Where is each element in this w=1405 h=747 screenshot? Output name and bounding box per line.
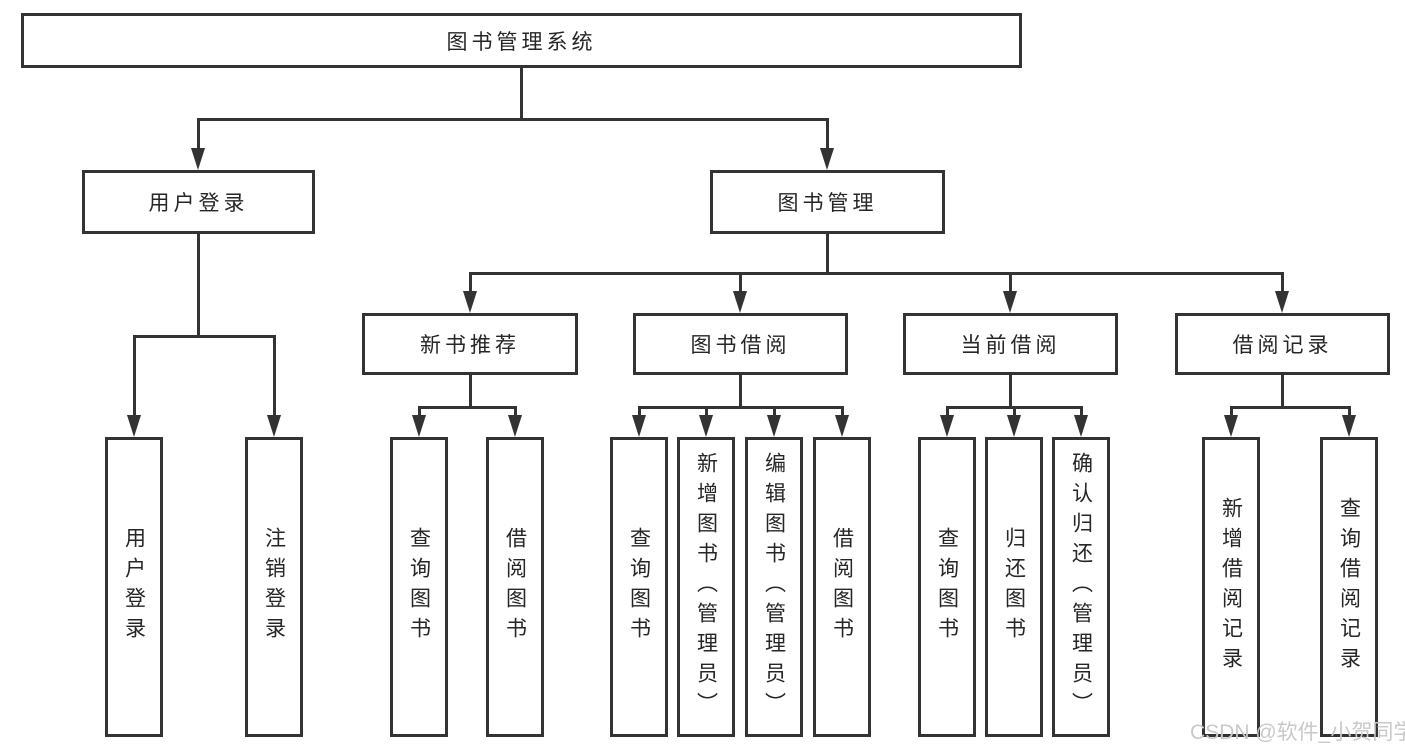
node-book-management-label: 图书管理 — [777, 192, 878, 215]
leaf-query-borrow-record: 查询借阅记录 — [1320, 437, 1378, 737]
leaf-edit-book-admin-label: 编辑图书（管理员） — [762, 452, 786, 722]
node-borrow-records: 借阅记录 — [1175, 313, 1390, 375]
arrow-down-icon — [191, 148, 205, 170]
connector-drop-leaf-user-login — [133, 335, 136, 417]
node-book-borrow-label: 图书借阅 — [690, 334, 791, 357]
connector-recommend-stem — [469, 375, 472, 409]
connector-drop-add-book — [705, 406, 708, 417]
connector-drop-query-books — [638, 406, 641, 417]
connector-drop-query-books — [946, 406, 949, 417]
arrow-down-icon — [1275, 291, 1289, 313]
node-user-login: 用户登录 — [82, 170, 315, 234]
connector-recommend-rail — [418, 406, 516, 409]
leaf-add-borrow-record: 新增借阅记录 — [1202, 437, 1260, 737]
leaf-edit-book-admin: 编辑图书（管理员） — [745, 437, 803, 737]
connector-root-rail — [197, 118, 829, 121]
node-new-book-recommend: 新书推荐 — [362, 313, 578, 375]
node-current-borrow-label: 当前借阅 — [960, 334, 1061, 357]
leaf-user-login-label: 用户登录 — [122, 527, 146, 647]
node-root-label: 图书管理系统 — [446, 30, 597, 54]
connector-drop-borrow-books — [841, 406, 844, 417]
arrow-down-icon — [940, 415, 954, 437]
arrow-down-icon — [699, 415, 713, 437]
leaf-query-books-current: 查询图书 — [918, 437, 976, 737]
connector-management-rail — [469, 272, 1284, 275]
connector-borrow-rail — [638, 406, 843, 409]
arrow-down-icon — [267, 415, 281, 437]
leaf-confirm-return-admin: 确认归还（管理员） — [1052, 437, 1110, 737]
leaf-query-books-current-label: 查询图书 — [935, 527, 959, 647]
connector-drop-current-borrow — [1009, 272, 1012, 293]
arrow-down-icon — [508, 415, 522, 437]
node-new-book-recommend-label: 新书推荐 — [420, 334, 520, 357]
connector-management-stem — [826, 234, 829, 275]
node-current-borrow: 当前借阅 — [903, 313, 1118, 375]
node-user-login-label: 用户登录 — [148, 192, 249, 215]
connector-user-rail — [133, 335, 275, 338]
arrow-down-icon — [127, 415, 141, 437]
leaf-query-borrow-record-label: 查询借阅记录 — [1337, 497, 1361, 677]
arrow-down-icon — [1003, 291, 1017, 313]
leaf-borrow-books-borrow: 借阅图书 — [813, 437, 871, 737]
arrow-down-icon — [1074, 415, 1088, 437]
connector-drop-user-login — [197, 118, 200, 150]
arrow-down-icon — [733, 291, 747, 313]
node-borrow-records-label: 借阅记录 — [1232, 334, 1333, 357]
leaf-query-books-recommend-label: 查询图书 — [407, 527, 431, 647]
connector-user-stem — [197, 234, 200, 338]
connector-borrow-stem — [739, 375, 742, 409]
leaf-user-login: 用户登录 — [105, 437, 163, 737]
arrow-down-icon — [632, 415, 646, 437]
connector-drop-borrow-books — [514, 406, 517, 417]
connector-records-rail — [1230, 406, 1350, 409]
connector-drop-book-borrow — [739, 272, 742, 293]
connector-drop-leaf-logout — [273, 335, 276, 417]
node-book-management: 图书管理 — [710, 170, 945, 234]
arrow-down-icon — [1342, 415, 1356, 437]
node-book-borrow: 图书借阅 — [633, 313, 848, 375]
connector-drop-edit-book — [773, 406, 776, 417]
leaf-add-book-admin-label: 新增图书（管理员） — [694, 452, 718, 722]
leaf-logout: 注销登录 — [245, 437, 303, 737]
leaf-query-books-borrow: 查询图书 — [610, 437, 668, 737]
connector-root-stem — [520, 68, 523, 121]
connector-drop-confirm-return — [1080, 406, 1083, 417]
arrow-down-icon — [1007, 415, 1021, 437]
connector-drop-borrow-records — [1281, 272, 1284, 293]
arrow-down-icon — [767, 415, 781, 437]
leaf-return-book: 归还图书 — [985, 437, 1043, 737]
leaf-logout-label: 注销登录 — [262, 527, 286, 647]
leaf-return-book-label: 归还图书 — [1002, 527, 1026, 647]
arrow-down-icon — [1224, 415, 1238, 437]
node-root-library-system: 图书管理系统 — [21, 13, 1022, 68]
connector-drop-return-book — [1013, 406, 1016, 417]
leaf-borrow-books-borrow-label: 借阅图书 — [830, 527, 854, 647]
connector-drop-new-book-recommend — [469, 272, 472, 293]
leaf-borrow-books-recommend-label: 借阅图书 — [503, 527, 527, 647]
leaf-add-book-admin: 新增图书（管理员） — [677, 437, 735, 737]
connector-drop-book-management — [826, 118, 829, 150]
connector-drop-add-record — [1230, 406, 1233, 417]
arrow-down-icon — [835, 415, 849, 437]
leaf-confirm-return-admin-label: 确认归还（管理员） — [1069, 452, 1093, 722]
connector-current-stem — [1009, 375, 1012, 409]
leaf-add-borrow-record-label: 新增借阅记录 — [1219, 497, 1243, 677]
connector-drop-query-record — [1348, 406, 1351, 417]
leaf-borrow-books-recommend: 借阅图书 — [486, 437, 544, 737]
connector-records-stem — [1281, 375, 1284, 409]
connector-drop-query-books — [418, 406, 421, 417]
arrow-down-icon — [820, 148, 834, 170]
arrow-down-icon — [412, 415, 426, 437]
arrow-down-icon — [463, 291, 477, 313]
leaf-query-books-borrow-label: 查询图书 — [627, 527, 651, 647]
csdn-watermark: CSDN @软件_小贺同学 — [1190, 721, 1405, 744]
leaf-query-books-recommend: 查询图书 — [390, 437, 448, 737]
